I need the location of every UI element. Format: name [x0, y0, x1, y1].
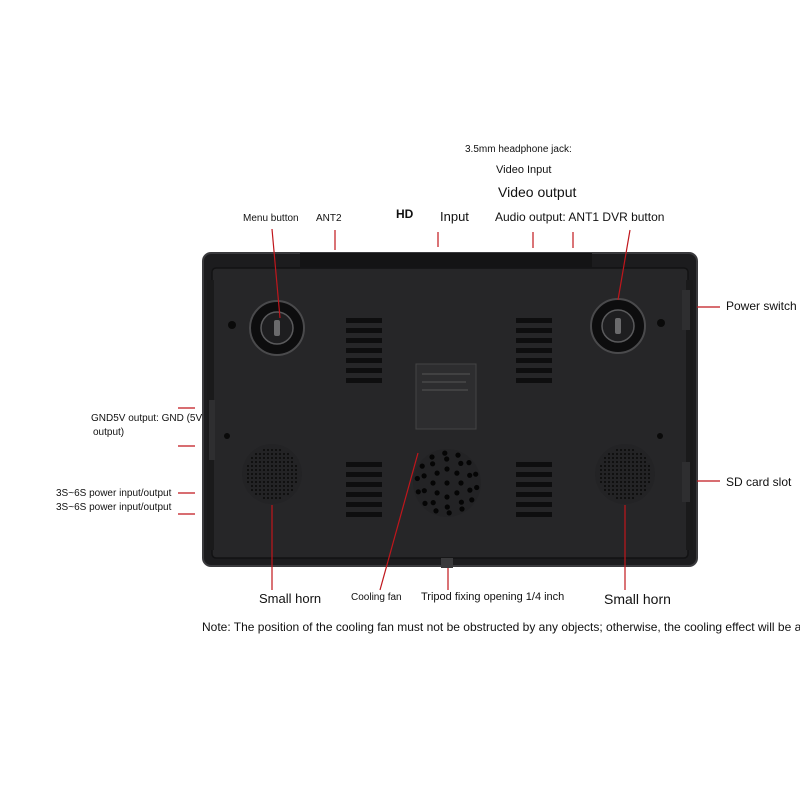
dvr-knob-icon	[590, 298, 646, 354]
power-switch-label: Power switch	[726, 299, 797, 313]
label-sticker	[415, 363, 477, 430]
tripod-mount	[441, 558, 453, 568]
sd-card-slot-label: SD card slot	[726, 475, 792, 489]
speaker-grille-right-icon	[595, 444, 655, 504]
gnd-5v-label-line1: GND5V output: GND (5V	[91, 413, 203, 424]
vent-top-left-icon	[346, 318, 382, 383]
speaker-grille-left-icon	[242, 444, 302, 504]
tripod-label: Tripod fixing opening 1/4 inch	[421, 591, 565, 603]
hd-label: HD	[396, 207, 414, 221]
headphone-jack-label: 3.5mm headphone jack:	[465, 144, 572, 155]
small-horn-right-label: Small horn	[604, 591, 671, 607]
cooling-fan-label: Cooling fan	[351, 592, 402, 603]
cooling-note: Note: The position of the cooling fan mu…	[202, 620, 800, 634]
vent-top-right-icon	[516, 318, 552, 383]
vent-bottom-left-icon	[346, 462, 382, 517]
menu-knob-icon	[249, 300, 305, 356]
gnd-5v-label-line2: output)	[93, 427, 125, 438]
fan-grille-icon	[413, 449, 481, 517]
video-input-label: Video Input	[496, 164, 552, 176]
power-io-label-1: 3S~6S power input/output	[56, 488, 172, 499]
small-horn-left-label: Small horn	[259, 591, 322, 606]
leader-lines	[178, 228, 720, 591]
menu-button-label: Menu button	[243, 213, 299, 224]
power-io-label-2: 3S~6S power input/output	[56, 502, 172, 513]
ant2-label: ANT2	[316, 213, 342, 224]
video-output-label: Video output	[498, 184, 577, 200]
input-label: Input	[440, 209, 469, 224]
vent-bottom-right-icon	[516, 462, 552, 517]
audio-output-label: Audio output: ANT1 DVR button	[495, 210, 665, 224]
